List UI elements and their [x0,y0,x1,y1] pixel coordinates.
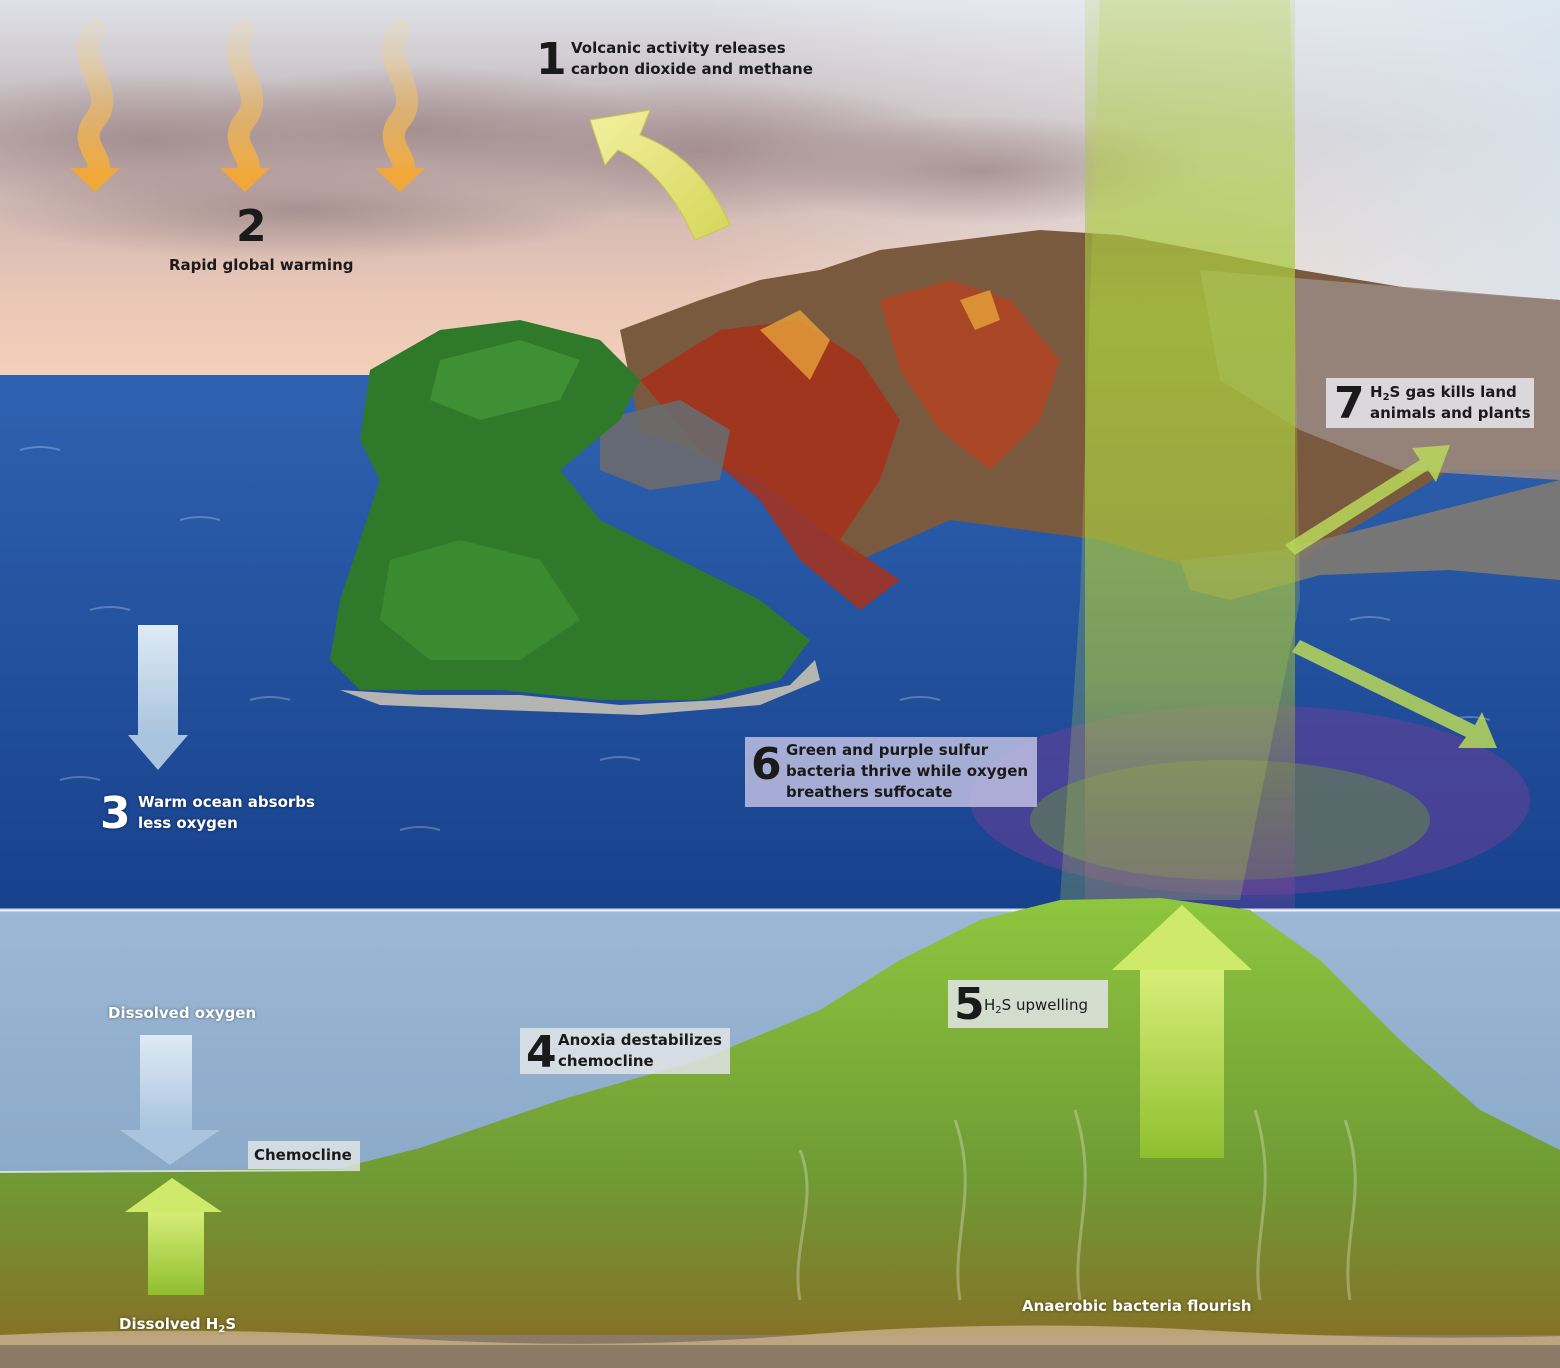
dissolved-h2s-suffix: S [225,1315,237,1333]
h2s-land-arrow [1285,445,1450,555]
island-shore [340,660,820,715]
dissolved-h2s-prefix: Dissolved H [119,1315,219,1333]
step-1: 1 Volcanic activity releases carbon diox… [536,38,836,88]
step-5-text-prefix: H [984,996,996,1014]
lava-flows [640,320,900,610]
step-7-line-1-suffix: S gas kills land [1389,383,1517,401]
dissolved-h2s-sub: 2 [218,1324,226,1335]
h2s-sea-arrow [1292,640,1497,748]
sediment-wisps [796,1109,1357,1301]
step-7-line-2: animals and plants [1370,404,1531,422]
step-7-line-1: H2S gas kills land [1370,382,1517,408]
step-1-line-1: Volcanic activity releases [571,39,786,57]
step-3-number: 3 [100,788,131,839]
step-5-label: H2S upwelling [984,995,1088,1021]
upwelling-arrow [1112,905,1252,1158]
step-7: 7 H2S gas kills land animals and plants [1326,378,1534,428]
step-6: 6 Green and purple sulfur bacteria thriv… [745,737,1037,807]
step-5: 5 H2S upwelling [948,980,1108,1028]
step-6-line-2: bacteria thrive while oxygen [786,762,1029,780]
step-7-line-1-sub: 2 [1382,392,1390,403]
ocean-waves [19,446,1491,831]
step-5-number: 5 [954,979,985,1030]
step-3-line-2: less oxygen [138,814,238,832]
warming-arrows [70,19,425,192]
step-4-line-1: Anoxia destabilizes [558,1031,722,1049]
step-4: 4 Anoxia destabilizes chemocline [520,1027,730,1078]
anaerobic-label: Anaerobic bacteria flourish [1022,1297,1252,1315]
step-1-number: 1 [536,34,567,85]
dissolved-h2s-label: Dissolved H2S [119,1314,236,1340]
step-4-number: 4 [526,1027,557,1078]
step-3: 3 Warm ocean absorbs less oxygen [100,790,340,840]
dissolved-h2s-arrow [125,1178,222,1295]
step-6-line-3: breathers suffocate [786,783,953,801]
h2s-plume [1085,0,1295,910]
step-7-number: 7 [1334,378,1365,429]
volcanic-gas-arrow [589,109,731,241]
step-2-number: 2 [236,201,267,252]
step-2-line-1: Rapid global warming [169,256,354,274]
dissolved-oxygen-arrow [120,1035,220,1165]
step-4-line-2: chemocline [558,1052,654,1070]
ash-field [600,400,730,490]
step-5-text-suffix: S upwelling [1001,996,1089,1014]
step-2: 2 Rapid global warming [150,205,370,280]
step-5-text-sub: 2 [995,1005,1002,1016]
dissolved-oxygen-label: Dissolved oxygen [108,1004,257,1022]
step-7-line-1-prefix: H [1370,383,1383,401]
step-6-line-1: Green and purple sulfur [786,741,989,759]
chemocline-label-box: Chemocline [248,1141,360,1169]
step-1-line-2: carbon dioxide and methane [571,60,813,78]
step-3-line-1: Warm ocean absorbs [138,793,315,811]
chemocline-line [0,1169,361,1173]
ocean-oxygen-arrow [128,625,188,770]
step-6-number: 6 [751,739,782,790]
chemocline-label: Chemocline [254,1146,352,1164]
